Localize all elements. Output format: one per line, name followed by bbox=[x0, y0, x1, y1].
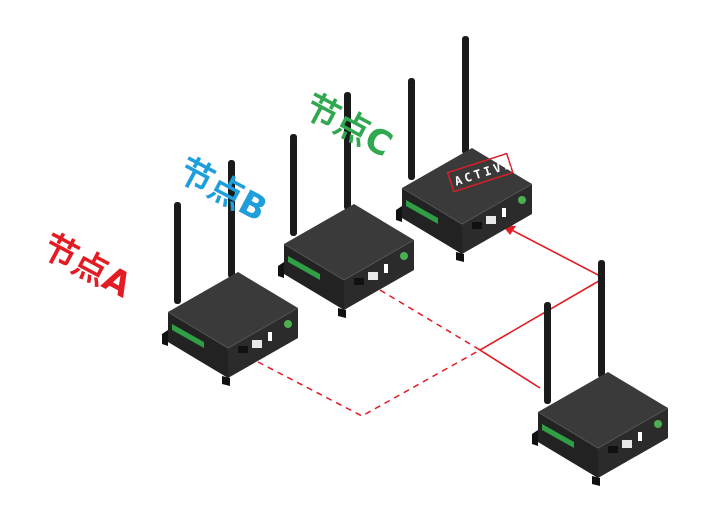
standby-link-a bbox=[257, 349, 481, 417]
active-link-c bbox=[478, 225, 606, 389]
router-client bbox=[531, 259, 669, 487]
standby-link-b bbox=[379, 289, 481, 351]
label-node-b: 节点B bbox=[172, 151, 274, 230]
label-node-a: 节点A bbox=[36, 227, 139, 307]
